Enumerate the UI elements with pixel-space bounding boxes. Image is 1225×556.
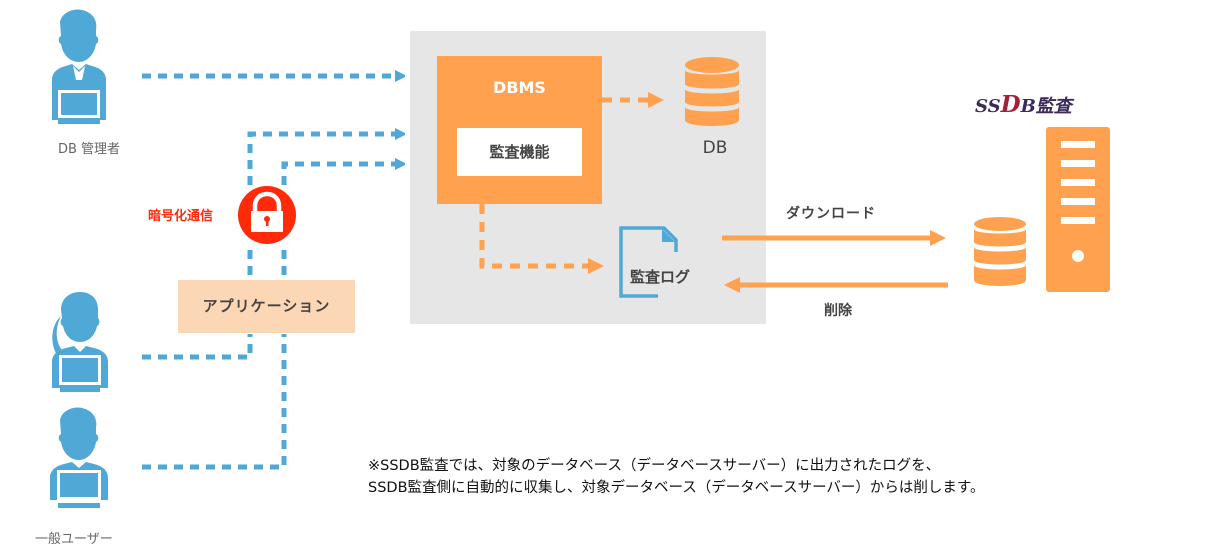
lock-icon: [238, 186, 296, 244]
application-label: アプリケーション: [202, 297, 331, 315]
general-users-label: 一般ユーザー: [35, 532, 113, 547]
footnote-line-2: SSDB監査側に自動的に収集し、対象データベース（データベースサーバー）からは削…: [368, 480, 985, 496]
admin-label: DB 管理者: [58, 142, 121, 157]
ssdb-audit-logo: SSDB監査: [975, 91, 1072, 118]
product-database-icon: [974, 217, 1026, 286]
download-label: ダウンロード: [786, 206, 876, 222]
document-icon: [619, 226, 678, 298]
dbms-title: DBMS: [493, 78, 546, 97]
delete-label: 削除: [824, 303, 852, 319]
logo-prefix: SS: [975, 96, 1001, 117]
server-tower-icon: [1046, 127, 1110, 292]
user2-to-app-connector: [142, 334, 287, 470]
admin-user-icon: [52, 9, 106, 124]
audit-function-label: 監査機能: [489, 143, 550, 161]
footnote: ※SSDB監査では、対象のデータベース（データベースサーバー）に出力されたログを…: [368, 455, 984, 499]
app-to-server-connector-lower: [281, 164, 396, 185]
database-icon: [685, 57, 739, 126]
application-box: [178, 280, 355, 333]
general-user-female-icon: [52, 292, 108, 392]
user1-to-app-connector: [142, 334, 253, 360]
audit-log-label: 監査ログ: [630, 268, 691, 286]
logo-d: D: [1000, 91, 1021, 118]
encrypted-communication-label: 暗号化通信: [148, 209, 214, 224]
dbms-to-log-connector: [479, 204, 604, 274]
app-to-server-connector-upper: [247, 134, 396, 185]
database-label: DB: [702, 138, 728, 158]
general-user-male-icon: [50, 407, 108, 508]
logo-suffix: B監査: [1020, 96, 1072, 117]
footnote-line-1: ※SSDB監査では、対象のデータベース（データベースサーバー）に出力されたログを…: [368, 458, 941, 474]
audit-function-box: [457, 128, 582, 176]
